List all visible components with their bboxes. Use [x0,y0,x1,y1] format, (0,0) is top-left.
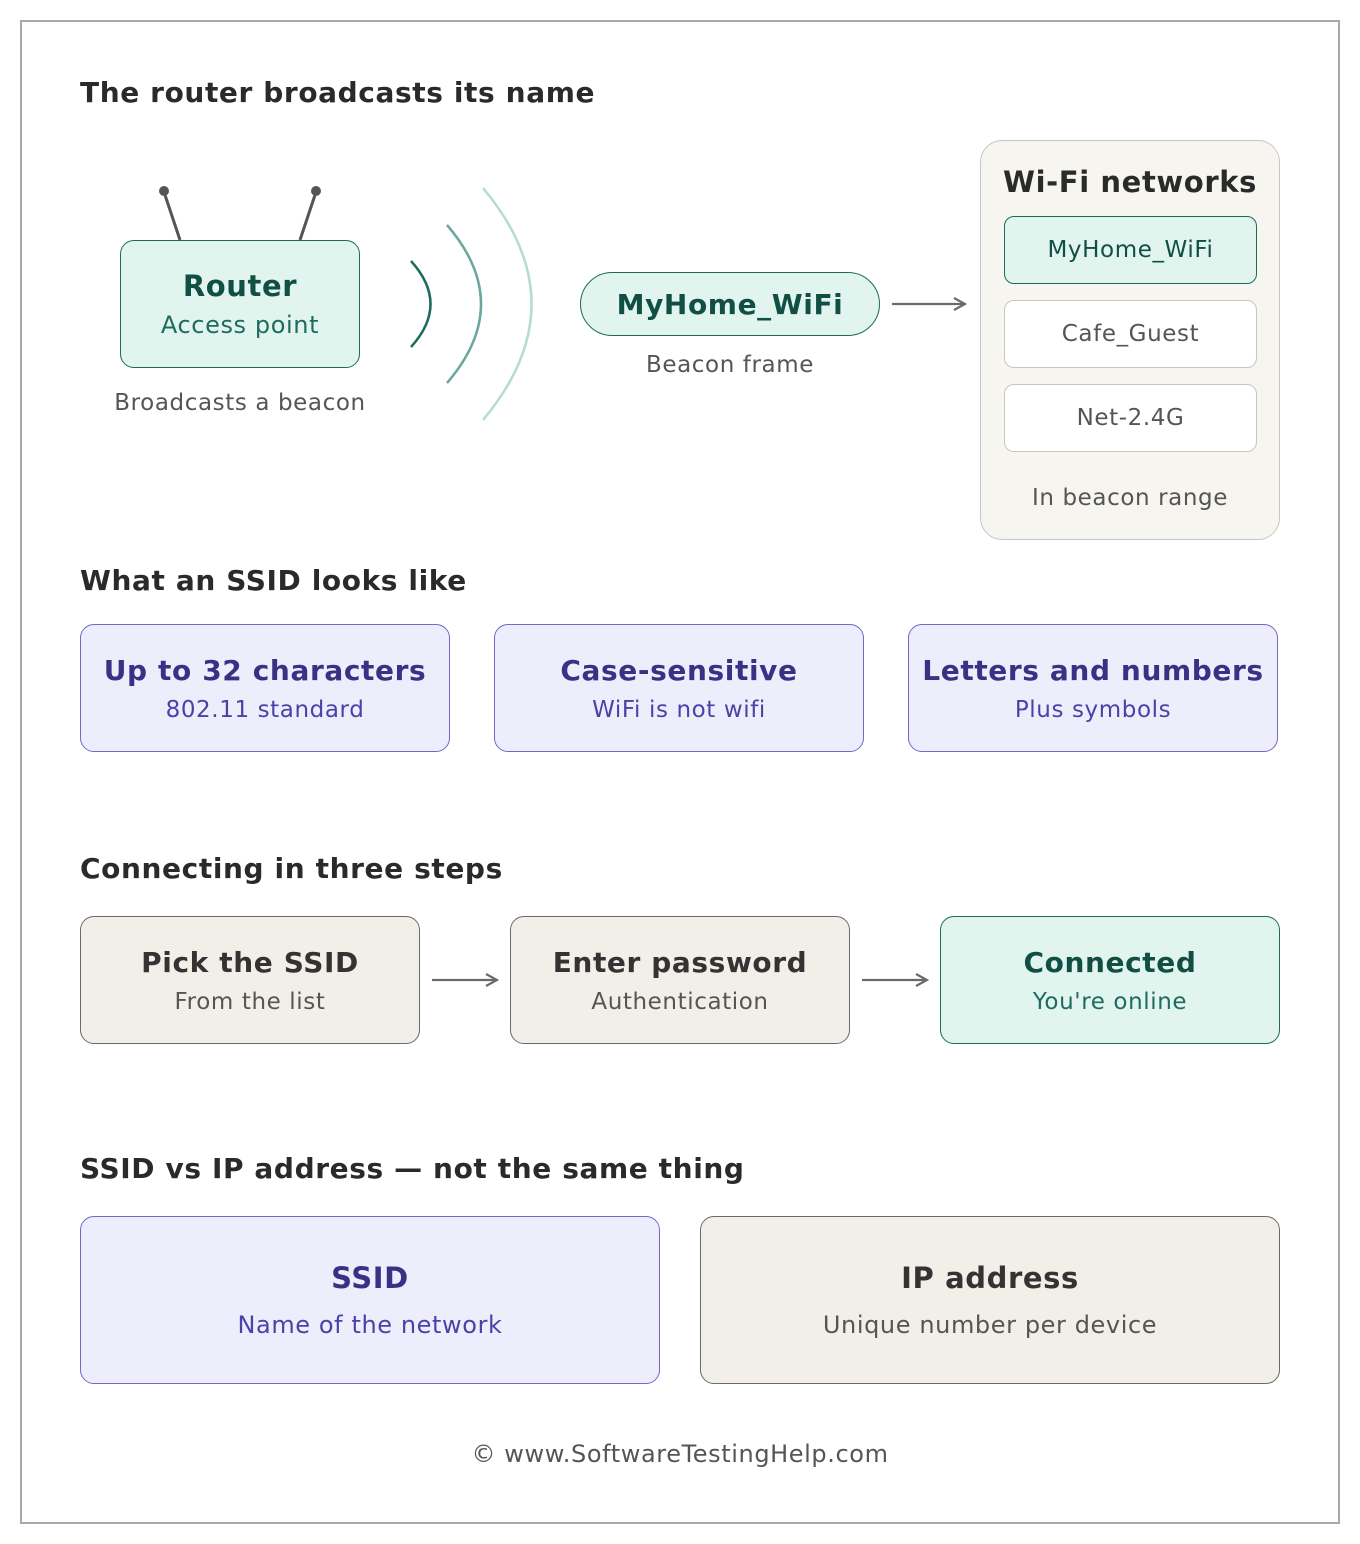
wifi-panel-title: Wi-Fi networks [1003,165,1257,199]
signal-wave-middle [446,224,483,384]
router-antenna-left [159,186,182,241]
beacon-caption: Beacon frame [645,352,815,378]
step-subtitle: Authentication [591,988,769,1015]
step-subtitle: You're online [1032,988,1188,1015]
signal-wave-outer [482,187,533,421]
router-caption: Broadcasts a beacon [114,390,366,416]
section-title-ssid-looks: What an SSID looks like [80,564,467,597]
step-title: Pick the SSID [141,945,359,979]
router-subtitle: Access point [160,311,320,339]
compare-ssid-box: SSID Name of the network [80,1216,660,1384]
step-connected: Connected You're online [940,916,1280,1044]
compare-title: IP address [901,1261,1079,1295]
router-title: Router [182,269,298,303]
step-title: Enter password [552,945,808,979]
beacon-frame-pill: MyHome_WiFi [580,272,880,336]
compare-title: SSID [331,1261,409,1295]
wifi-panel-caption: In beacon range [1032,485,1228,511]
network-item-myhome-wifi[interactable]: MyHome_WiFi [1004,216,1257,284]
compare-ip-box: IP address Unique number per device [700,1216,1280,1384]
network-item-net-2-4g[interactable]: Net-2.4G [1004,384,1257,452]
ssid-trait-subtitle: WiFi is not wifi [592,696,766,723]
section-title-connecting: Connecting in three steps [80,852,503,885]
signal-wave-inner [410,260,432,348]
router-box: Router Access point [120,240,360,368]
ssid-trait-case: Case-sensitive WiFi is not wifi [494,624,864,752]
footer-credit: © www.SoftwareTestingHelp.com [471,1440,889,1468]
ssid-trait-length: Up to 32 characters 802.11 standard [80,624,450,752]
section-title-compare: SSID vs IP address — not the same thing [80,1152,745,1185]
step-pick-ssid: Pick the SSID From the list [80,916,420,1044]
step-subtitle: From the list [174,988,326,1015]
ssid-trait-subtitle: 802.11 standard [165,696,365,723]
ssid-trait-characters: Letters and numbers Plus symbols [908,624,1278,752]
step-title: Connected [1023,945,1197,979]
step-enter-password: Enter password Authentication [510,916,850,1044]
ssid-trait-title: Case-sensitive [560,653,798,687]
compare-subtitle: Unique number per device [822,1311,1158,1339]
section-title-broadcast: The router broadcasts its name [80,76,596,109]
network-item-cafe-guest[interactable]: Cafe_Guest [1004,300,1257,368]
ssid-trait-subtitle: Plus symbols [1014,696,1172,723]
ssid-trait-title: Up to 32 characters [103,653,427,687]
compare-subtitle: Name of the network [237,1311,503,1339]
ssid-trait-title: Letters and numbers [922,653,1264,687]
wifi-networks-panel: Wi-Fi networks MyHome_WiFi Cafe_Guest Ne… [980,140,1280,540]
router-antenna-right [298,186,321,241]
